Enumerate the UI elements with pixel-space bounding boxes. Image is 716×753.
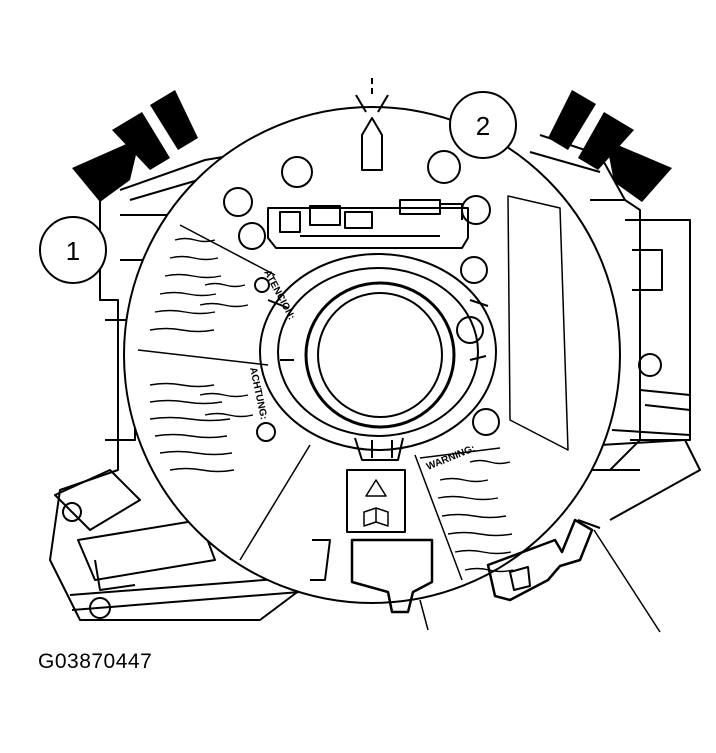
leader-line-bottom xyxy=(419,599,429,631)
hub xyxy=(259,253,497,461)
callout-1-label: 1 xyxy=(66,236,80,266)
right-panel xyxy=(507,195,569,451)
connector-block xyxy=(267,199,469,249)
column-housing xyxy=(49,134,701,621)
callout-2-label: 2 xyxy=(476,111,490,141)
direction-arrow-icon xyxy=(72,90,198,202)
alignment-pointer xyxy=(355,78,389,171)
locking-clip xyxy=(486,518,601,602)
warning-triangle-icon xyxy=(365,479,387,497)
sector-dividers xyxy=(137,224,501,581)
warning-text-lines xyxy=(149,237,514,573)
direction-arrow-icon xyxy=(548,90,672,202)
figure-id: G03870447 xyxy=(38,650,153,673)
label-dot xyxy=(256,422,276,442)
callout-1-circle xyxy=(39,216,107,284)
label-dot xyxy=(254,277,270,293)
leader-line-right xyxy=(593,529,661,633)
lower-tab xyxy=(310,538,434,614)
clock-spring-disc xyxy=(123,106,621,604)
warning-label-box xyxy=(346,469,406,533)
manual-book-icon xyxy=(363,507,389,527)
callout-2-circle xyxy=(449,91,517,159)
